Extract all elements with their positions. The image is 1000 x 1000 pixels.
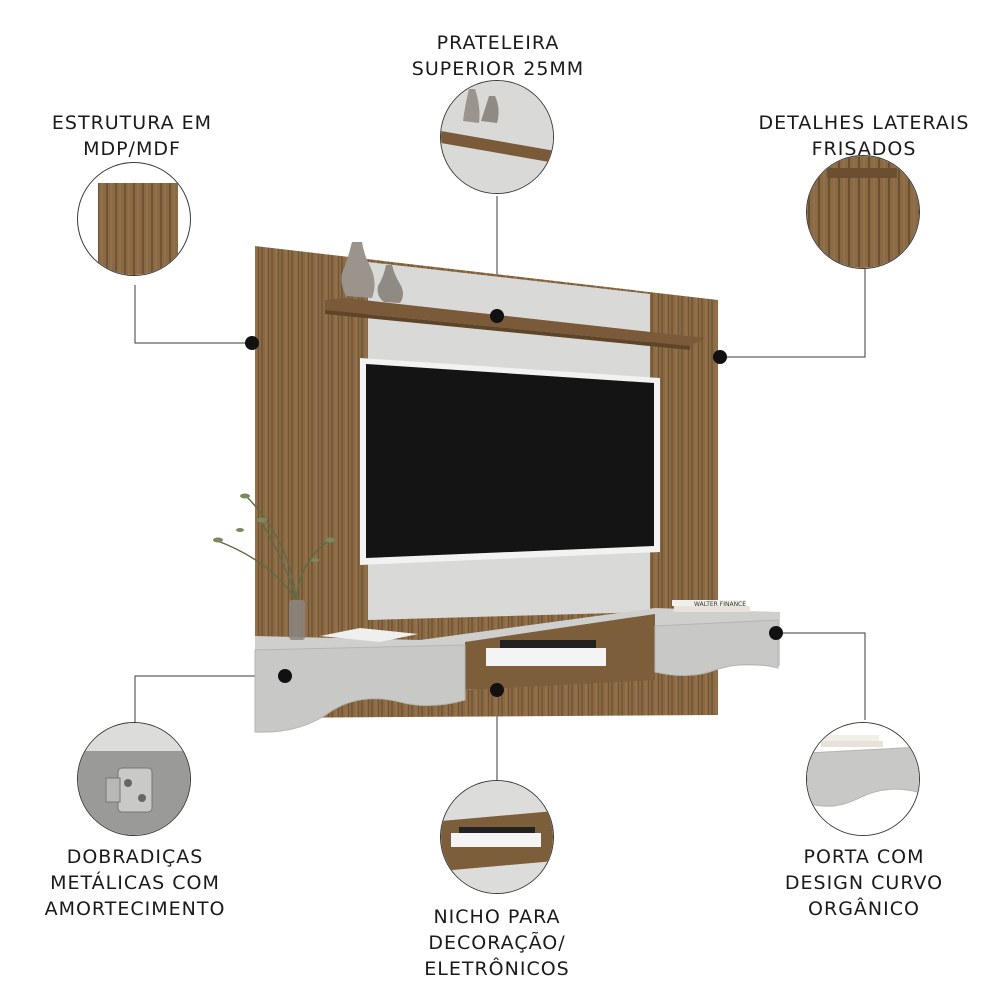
label-door: PORTA COM DESIGN CURVO ORGÂNICO bbox=[784, 846, 944, 920]
label-hinges: DOBRADIÇAS METÁLICAS COM AMORTECIMENTO bbox=[44, 846, 226, 920]
vase-short bbox=[377, 265, 403, 303]
zoom-door bbox=[806, 722, 920, 836]
marker-side-details bbox=[713, 350, 727, 364]
zoom-structure bbox=[77, 162, 191, 276]
plant bbox=[214, 494, 331, 601]
tv-screen bbox=[366, 364, 654, 558]
right-door bbox=[654, 619, 779, 676]
marker-top-shelf bbox=[490, 309, 504, 323]
marker-structure bbox=[245, 336, 259, 350]
zoom-top-shelf bbox=[440, 80, 554, 194]
label-top-shelf: PRATELEIRA SUPERIOR 25MM bbox=[411, 32, 585, 80]
zoom-side-details bbox=[806, 155, 920, 269]
book-top bbox=[672, 600, 746, 606]
top-shelf bbox=[325, 298, 705, 346]
book-title: WALTER FINANCE bbox=[694, 601, 747, 608]
zoom-hinges bbox=[77, 722, 191, 836]
zoom-niche bbox=[440, 780, 554, 894]
label-niche: NICHO PARA DECORAÇÃO/ ELETRÔNICOS bbox=[424, 906, 570, 980]
marker-door bbox=[769, 626, 783, 640]
label-side-details: DETALHES LATERAIS FRISADOS bbox=[758, 112, 970, 160]
plant-vase bbox=[289, 600, 305, 640]
vase-tall bbox=[341, 242, 375, 298]
marker-niche bbox=[490, 683, 504, 697]
left-door bbox=[254, 644, 466, 733]
console bbox=[486, 648, 606, 666]
label-structure: ESTRUTURA EM MDP/MDF bbox=[51, 112, 213, 160]
magazine bbox=[320, 628, 418, 642]
book-bottom bbox=[674, 606, 750, 612]
marker-hinges bbox=[278, 669, 292, 683]
